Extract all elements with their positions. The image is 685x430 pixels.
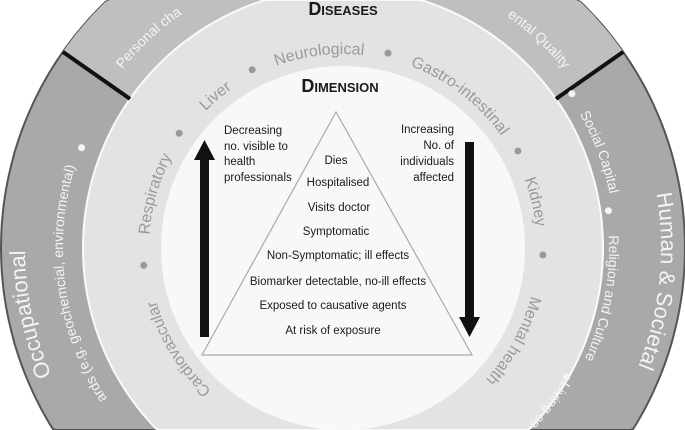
- svg-text:No. of: No. of: [423, 140, 454, 152]
- separator-dot: [568, 90, 576, 98]
- separator-dot: [562, 373, 570, 381]
- separator-dot: [384, 49, 392, 57]
- svg-text:affected: affected: [413, 172, 454, 184]
- separator-dot: [514, 147, 522, 155]
- inner-dimension-circle: [161, 66, 525, 430]
- down-arrow-icon: [459, 142, 480, 337]
- right-arrow-text: Increasing No. of individuals affected: [400, 124, 455, 184]
- pyramid-level: Non-Symptomatic; ill effects: [267, 250, 410, 262]
- separator-dots: [78, 49, 612, 381]
- pyramid-level: At risk of exposure: [285, 325, 380, 337]
- svg-text:professionals: professionals: [224, 172, 292, 184]
- dimension-title: Dimension: [301, 76, 378, 96]
- pyramid-level: Symptomatic: [303, 226, 370, 238]
- pyramid-level: Biomarker detectable, no-ill effects: [250, 276, 426, 288]
- separator-dot: [604, 207, 612, 215]
- up-arrow-icon: [194, 140, 215, 337]
- pyramid-level: Dies: [324, 155, 347, 167]
- sector-divider-right: [554, 50, 625, 101]
- sector-divider-left: [61, 50, 132, 101]
- separator-dot: [140, 261, 148, 269]
- svg-text:no. visible to: no. visible to: [224, 141, 288, 153]
- svg-text:health: health: [224, 156, 255, 168]
- pyramid-level: Exposed to causative agents: [259, 300, 406, 312]
- pyramid-triangle: [200, 110, 474, 356]
- separator-dot: [248, 66, 256, 74]
- svg-text:individuals: individuals: [400, 156, 454, 168]
- left-arrow-text: Decreasing no. visible to health profess…: [224, 125, 292, 184]
- diseases-title: Diseases: [308, 0, 378, 19]
- svg-text:Increasing: Increasing: [401, 124, 454, 136]
- pyramid-level: Visits doctor: [308, 202, 371, 214]
- pyramid-level: Hospitalised: [307, 177, 370, 189]
- separator-dot: [539, 251, 547, 259]
- separator-dot: [78, 144, 86, 152]
- separator-dot: [175, 129, 183, 137]
- svg-text:Decreasing: Decreasing: [224, 125, 282, 137]
